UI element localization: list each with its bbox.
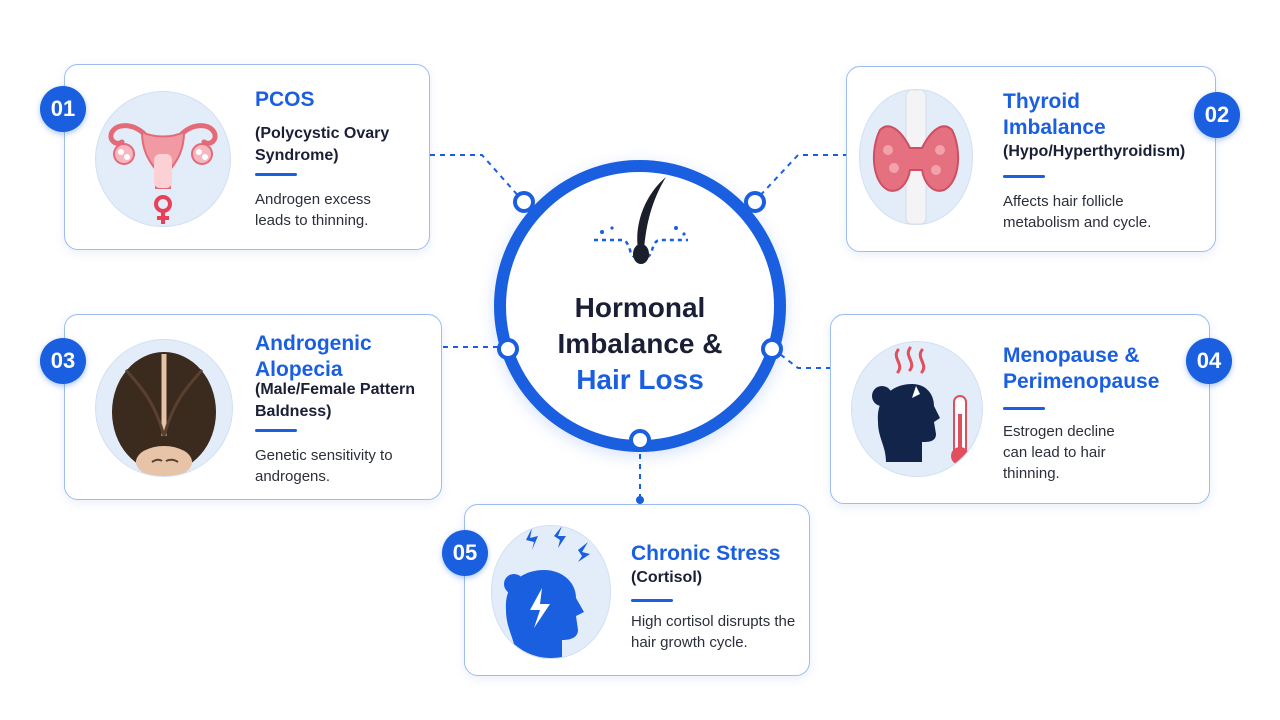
stress-head-lightning-icon [491, 525, 611, 659]
badge-04: 04 [1186, 338, 1232, 384]
card-description: Genetic sensitivity to androgens. [255, 447, 393, 485]
divider [631, 599, 673, 602]
thyroid-gland-icon [859, 89, 973, 225]
divider [255, 173, 297, 176]
card-title: Menopause & Perimenopause [1003, 344, 1160, 393]
card-thyroid: Thyroid Imbalance (Hypo/Hyperthyroidism)… [846, 66, 1216, 252]
card-pcos: PCOS (Polycystic Ovary Syndrome) Androge… [64, 64, 430, 250]
badge-05: 05 [442, 530, 488, 576]
connector-node [744, 191, 766, 213]
card-subtitle: (Male/Female Pattern Baldness) [255, 381, 416, 420]
card-chronic-stress: Chronic Stress (Cortisol) High cortisol … [464, 504, 810, 676]
card-subtitle: (Cortisol) [631, 569, 703, 586]
card-title: Chronic Stress [631, 542, 781, 565]
badge-03: 03 [40, 338, 86, 384]
divider [1003, 407, 1045, 410]
badge-01: 01 [40, 86, 86, 132]
hot-flash-thermometer-icon [851, 341, 983, 477]
card-androgenic-alopecia: Androgenic Alopecia (Male/Female Pattern… [64, 314, 442, 500]
card-title: Androgenic Alopecia [255, 332, 372, 381]
uterus-ovaries-icon [95, 91, 231, 227]
divider [1003, 175, 1045, 178]
connector-node [497, 338, 519, 360]
badge-02: 02 [1194, 92, 1240, 138]
center-title-line2: Imbalance & [557, 328, 723, 359]
hair-follicle-icon [594, 177, 688, 264]
card-menopause: Menopause & Perimenopause Estrogen decli… [830, 314, 1210, 504]
card-title: PCOS [255, 88, 315, 111]
card-description: Affects hair follicle metabolism and cyc… [1003, 193, 1152, 231]
center-title-line3: Hair Loss [576, 364, 704, 395]
connector-node [761, 338, 783, 360]
connector-node [629, 429, 651, 451]
card-subtitle: (Polycystic Ovary Syndrome) [255, 125, 390, 164]
connector-node [513, 191, 535, 213]
center-title: Hormonal Imbalance & Hair Loss [520, 290, 760, 398]
card-description: High cortisol disrupts the hair growth c… [631, 613, 796, 651]
thinning-hair-scalp-icon [95, 339, 233, 477]
center-title-line1: Hormonal [574, 292, 706, 323]
divider [255, 429, 297, 432]
card-subtitle: (Hypo/Hyperthyroidism) [1003, 143, 1186, 160]
card-description: Androgen excess leads to thinning. [255, 191, 371, 229]
card-description: Estrogen decline can lead to hair thinni… [1003, 423, 1115, 482]
card-title: Thyroid Imbalance [1003, 90, 1106, 139]
